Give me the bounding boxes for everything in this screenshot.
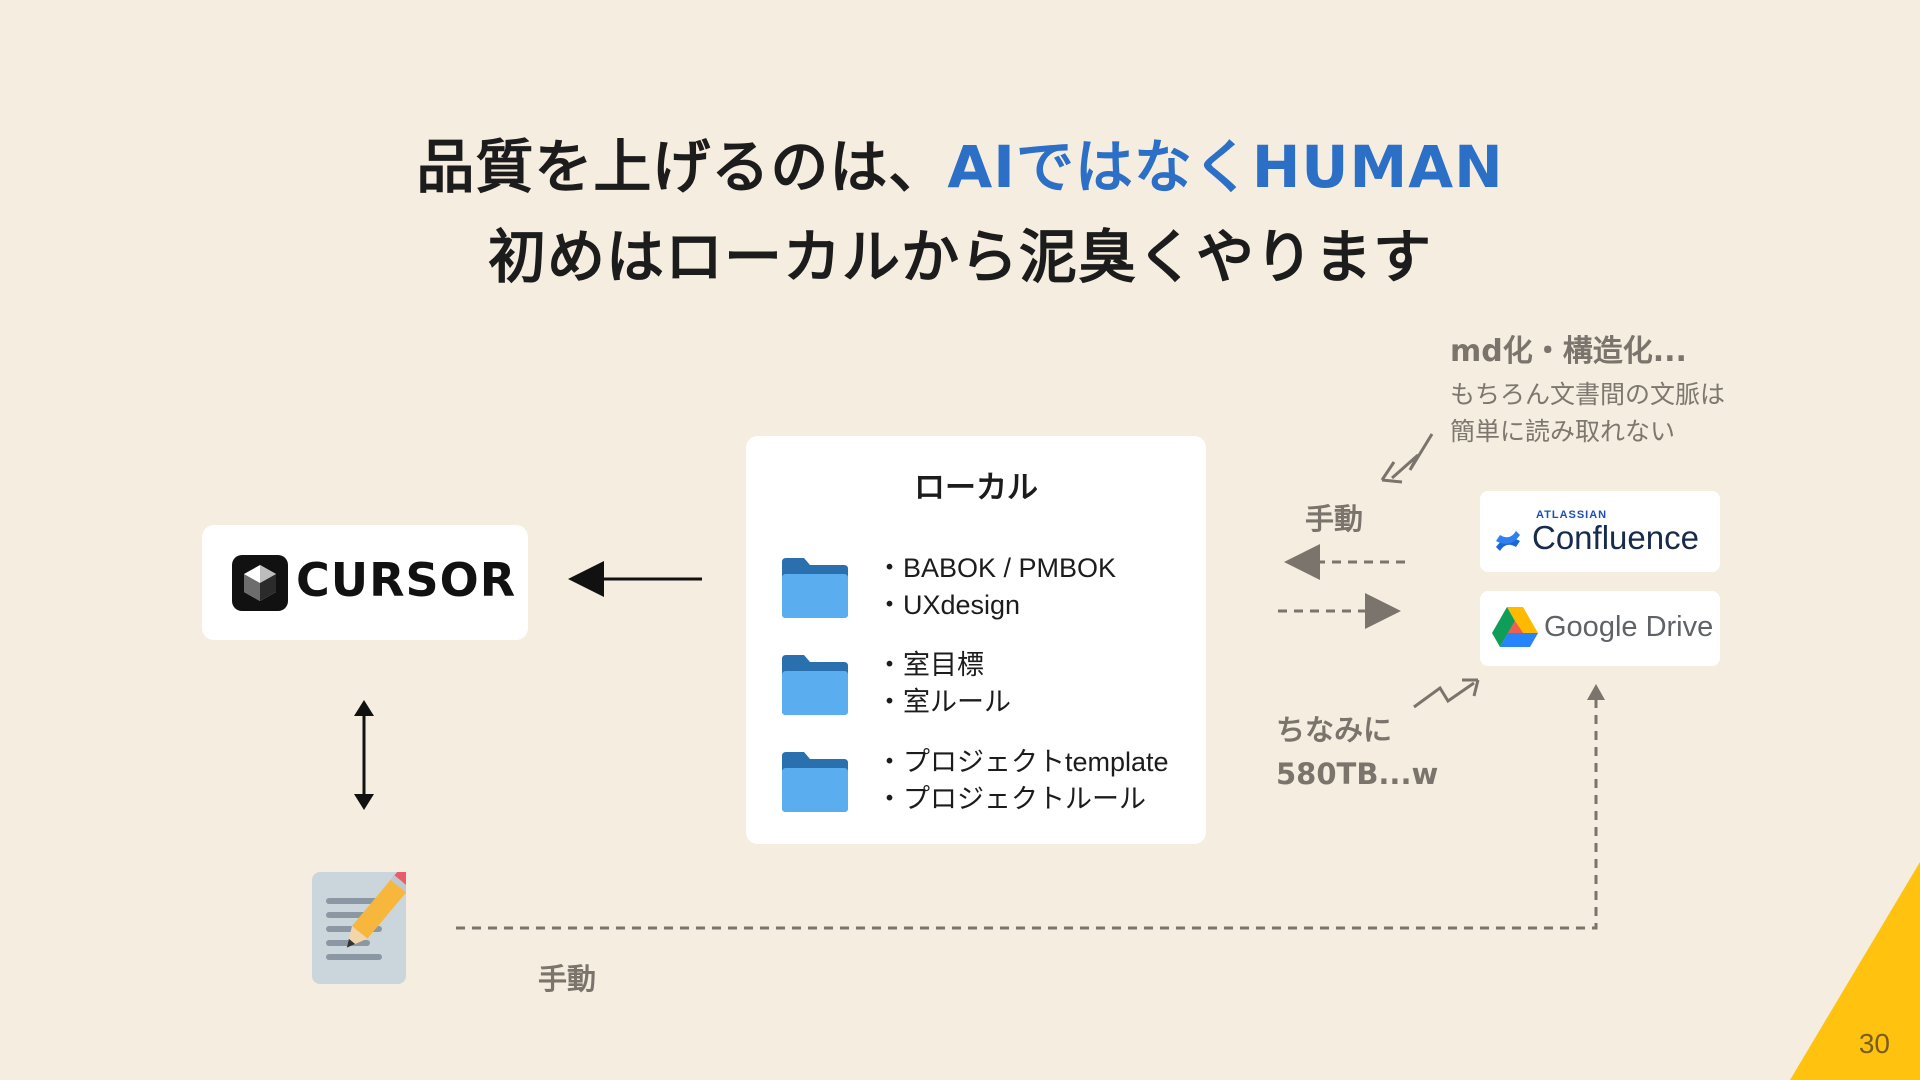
note-bottom-line-1: ちなみに bbox=[1276, 713, 1393, 747]
folder-icon bbox=[782, 558, 848, 618]
page-number: 30 bbox=[1858, 1028, 1890, 1059]
local-heading: ローカル bbox=[914, 470, 1038, 506]
local-group-2: 室目標 室ルール bbox=[876, 647, 1011, 721]
title-accent: AIではなくHUMAN bbox=[947, 133, 1504, 201]
local-group-1: BABOK / PMBOK UXdesign bbox=[876, 550, 1116, 624]
memo-to-drive-dashed-line bbox=[456, 698, 1598, 930]
corner-triangle bbox=[1790, 862, 1920, 1080]
note-top-line-1: もちろん文書間の文脈は bbox=[1450, 380, 1726, 409]
confluence-logo-icon bbox=[1496, 531, 1520, 551]
list-item: 室目標 bbox=[876, 647, 1011, 684]
arrow-down-head bbox=[354, 794, 374, 810]
title-line-1: 品質を上げるのは、AIではなくHUMAN bbox=[0, 120, 1920, 204]
list-item: 室ルール bbox=[876, 684, 1011, 721]
note-top: md化・構造化... もちろん文書間の文脈は 簡単に読み取れない bbox=[1450, 326, 1725, 450]
memo-icon bbox=[312, 867, 417, 984]
title-prefix: 品質を上げるのは、 bbox=[416, 133, 948, 201]
atlassian-brand: ATLASSIAN bbox=[1536, 509, 1608, 521]
zigzag-arrow-top bbox=[1391, 433, 1434, 480]
gdrive-card: Google Drive bbox=[1480, 591, 1720, 666]
confluence-name: Confluence bbox=[1532, 519, 1699, 556]
folder-icon bbox=[782, 752, 848, 812]
cursor-logo-icon bbox=[232, 555, 288, 611]
drive-arrow-head bbox=[1587, 684, 1605, 700]
list-item: UXdesign bbox=[876, 587, 1116, 624]
zigzag-arrow-bottom bbox=[1413, 681, 1475, 709]
note-bottom: ちなみに 580TB...w bbox=[1276, 708, 1438, 796]
bottom-manual-label: 手動 bbox=[538, 962, 597, 996]
list-item: BABOK / PMBOK bbox=[876, 550, 1116, 587]
cursor-logo-text: CURSOR bbox=[296, 553, 517, 607]
note-bottom-line-2: 580TB...w bbox=[1276, 757, 1439, 791]
confluence-card: ATLASSIAN Confluence bbox=[1480, 491, 1720, 572]
local-group-3: プロジェクトtemplate プロジェクトルール bbox=[876, 744, 1169, 818]
list-item: プロジェクトtemplate bbox=[876, 744, 1169, 781]
list-item: プロジェクトルール bbox=[876, 781, 1169, 818]
cursor-card: CURSOR bbox=[202, 525, 528, 640]
google-drive-icon bbox=[1492, 607, 1538, 647]
note-top-line-2: 簡単に読み取れない bbox=[1450, 417, 1676, 446]
arrow-up-head bbox=[354, 700, 374, 716]
title-line-2: 初めはローカルから泥臭くやります bbox=[487, 223, 1432, 291]
folder-icon bbox=[782, 655, 848, 715]
right-manual-label: 手動 bbox=[1305, 502, 1364, 536]
note-top-heading: md化・構造化... bbox=[1450, 334, 1687, 369]
gdrive-name: Google Drive bbox=[1544, 611, 1714, 643]
local-card: ローカル BABOK / PMBOK UXdesign 室目標 室ルール プロジ… bbox=[746, 436, 1206, 844]
